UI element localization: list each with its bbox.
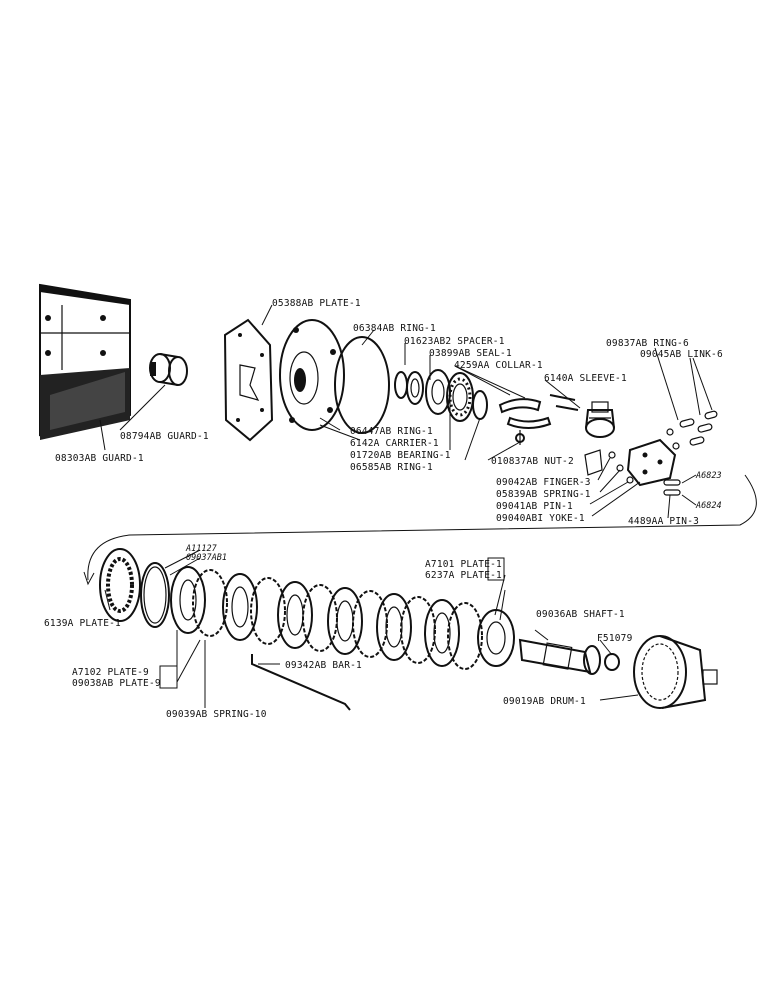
label-collar-4259: 4259AA COLLAR-1 — [454, 360, 543, 371]
label-09037: 09037AB1 — [186, 553, 227, 563]
ring-06384-part — [334, 336, 390, 434]
label-plate-6139: 6139A PLATE-1 — [44, 618, 121, 629]
plate-6139-part — [99, 548, 141, 622]
label-guard-08303: 08303AB GUARD-1 — [55, 453, 144, 464]
collar-4259-part — [498, 394, 579, 429]
label-a11127: A11127 — [185, 544, 218, 554]
sleeve-6140-part — [585, 401, 615, 438]
yoke-09040-part — [584, 438, 677, 487]
label-f51079: F51079 — [597, 633, 633, 644]
bar-09342-part — [251, 654, 351, 711]
label-finger-09042: 09042AB FINGER-3 — [496, 477, 591, 488]
label-link-09045: 09045AB LINK-6 — [640, 349, 723, 360]
nut-010837-part — [515, 430, 525, 445]
label-guard-08794: 08794AB GUARD-1 — [120, 431, 209, 442]
label-a6824: A6824 — [695, 501, 722, 511]
label-plate-a7102: A7102 PLATE-9 — [72, 667, 149, 678]
shaft-09036-part — [518, 638, 620, 675]
label-a6823: A6823 — [695, 471, 722, 481]
clutch-plates-part — [170, 566, 515, 670]
label-ring-06585: 06585AB RING-1 — [350, 462, 433, 473]
bearing-stack-part — [394, 369, 488, 422]
carrier-6142-part — [279, 319, 345, 431]
label-plate-6237: 6237A PLATE-1 — [425, 570, 502, 581]
guard-08303-part — [39, 283, 131, 440]
continuation-arc — [87, 474, 757, 581]
label-nut-010837: 010837AB NUT-2 — [491, 456, 574, 467]
label-pin-09041: 09041AB PIN-1 — [496, 501, 573, 512]
label-bar-09342: 09342AB BAR-1 — [285, 660, 362, 671]
guard-08794-part — [149, 353, 188, 386]
label-carrier-6142: 6142A CARRIER-1 — [350, 438, 439, 449]
label-spring-05839: 05839AB SPRING-1 — [496, 489, 591, 500]
label-ring-09837: 09837AB RING-6 — [606, 338, 689, 349]
label-shaft-09036: 09036AB SHAFT-1 — [536, 609, 625, 620]
callout-labels: 05388AB PLATE-1 06384AB RING-1 01623AB2 … — [44, 298, 723, 720]
label-bearing-01720: 01720AB BEARING-1 — [350, 450, 451, 461]
label-plate-05388: 05388AB PLATE-1 — [272, 298, 361, 309]
label-plate-a7101: A7101 PLATE-1 — [425, 559, 502, 570]
label-drum-09019: 09019AB DRUM-1 — [503, 696, 586, 707]
label-seal-03899: 03899AB SEAL-1 — [429, 348, 512, 359]
leader-lines — [99, 304, 713, 708]
drum-09019-part — [633, 635, 718, 709]
label-yoke-09040: 09040ABI YOKE-1 — [496, 513, 585, 524]
label-ring-06447: 06447AB RING-1 — [350, 426, 433, 437]
label-ring-06384: 06384AB RING-1 — [353, 323, 436, 334]
label-plate-09038: 09038AB PLATE-9 — [72, 678, 161, 689]
label-sleeve-6140: 6140A SLEEVE-1 — [544, 373, 627, 384]
label-pin-4489: 4489AA PIN-3 — [628, 516, 699, 527]
ring-a11127-part — [140, 562, 170, 628]
label-spacer-01623: 01623AB2 SPACER-1 — [404, 336, 505, 347]
plate-05388-part — [223, 318, 274, 442]
link-09045-part — [663, 410, 718, 496]
label-spring-09039: 09039AB SPRING-10 — [166, 709, 267, 720]
